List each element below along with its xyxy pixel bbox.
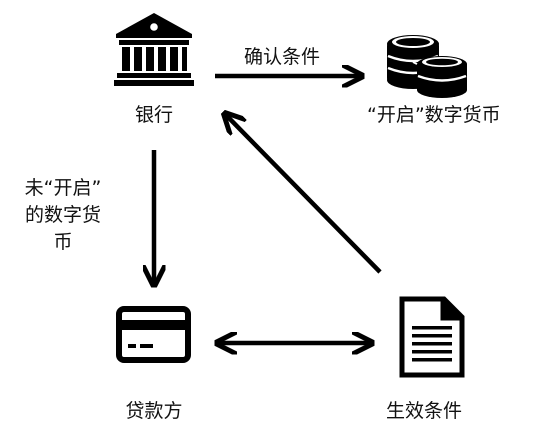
edge-label-confirm-conditions: 确认条件 [244, 46, 321, 68]
document-icon [399, 296, 465, 378]
conditions-label: 生效条件 [385, 400, 463, 422]
edge-label-line: 未“开启” [24, 177, 102, 199]
edge-label-line: 的数字货 [24, 204, 101, 226]
coins-icon [387, 35, 467, 98]
edge-label-unopened-currency: 未“开启” 的数字货 币 [8, 175, 118, 256]
bank-label: 银行 [134, 104, 174, 126]
bank-icon [114, 13, 194, 86]
borrower-label: 贷款方 [125, 400, 183, 422]
credit-card-icon [116, 306, 191, 363]
arrow-conditions-to-bank [226, 115, 382, 274]
digital-currency-label: “开启”数字货币 [367, 104, 501, 126]
edge-label-line: 币 [53, 231, 73, 253]
